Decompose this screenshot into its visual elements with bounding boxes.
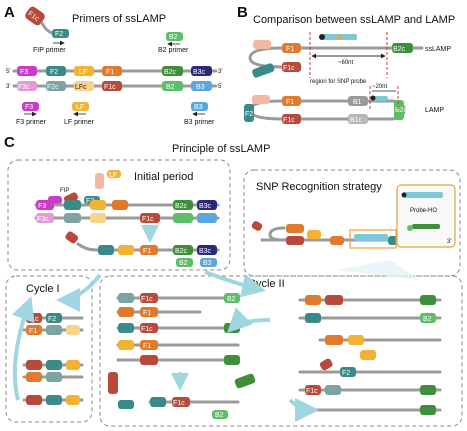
svg-text:B1c: B1c xyxy=(350,117,363,124)
b2-primer-label: B2 primer xyxy=(158,47,189,54)
svg-text:F2: F2 xyxy=(50,69,58,76)
svg-text:F2: F2 xyxy=(245,111,253,118)
svg-text:F2: F2 xyxy=(86,198,94,205)
cycle2-box xyxy=(99,275,463,427)
template-top-strand: 5' F3 F2 LF F1 B2c B3c 3' xyxy=(6,66,222,76)
svg-text:B2c: B2c xyxy=(393,46,406,53)
svg-text:LF: LF xyxy=(79,69,87,76)
svg-text:F1c: F1c xyxy=(173,400,185,407)
svg-text:B2: B2 xyxy=(227,296,236,303)
svg-text:3': 3' xyxy=(447,239,451,245)
svg-text:F1c: F1c xyxy=(104,84,116,91)
cycle1-content: F1c F2 F1 xyxy=(11,296,84,405)
distance-60nt: ~60nt xyxy=(338,60,354,66)
to-cycle1-arrow xyxy=(56,273,102,312)
svg-text:B2c: B2c xyxy=(164,69,177,76)
svg-text:B3: B3 xyxy=(203,260,212,267)
b3-primer-label: B3 primer xyxy=(184,119,215,126)
svg-text:F1c: F1c xyxy=(141,296,153,303)
svg-text:B2: B2 xyxy=(179,260,188,267)
distance-20nt: ~20nt xyxy=(372,84,388,90)
panel-a-letter: A xyxy=(4,4,15,21)
svg-text:F3: F3 xyxy=(25,104,33,111)
panel-b-letter: B xyxy=(237,4,248,21)
svg-text:F3c: F3c xyxy=(18,84,30,91)
f3-primer: F3 F3 primer xyxy=(16,102,47,126)
svg-text:FIP: FIP xyxy=(60,188,69,194)
svg-text:F1: F1 xyxy=(143,310,151,317)
svg-text:B3c: B3c xyxy=(199,203,212,210)
svg-text:B2c: B2c xyxy=(395,107,408,114)
b2-primer: B2 B2 primer xyxy=(158,32,189,54)
svg-text:F1: F1 xyxy=(143,248,151,255)
svg-text:F3: F3 xyxy=(38,203,46,210)
svg-text:F2: F2 xyxy=(342,370,350,377)
initial-period-label: Initial period xyxy=(134,171,193,183)
snp-strategy-content: Probe-HO 3' xyxy=(251,184,456,249)
svg-text:F2: F2 xyxy=(55,31,63,38)
svg-text:F1c: F1c xyxy=(27,316,39,323)
svg-text:F3: F3 xyxy=(20,69,28,76)
svg-text:F1: F1 xyxy=(143,343,151,350)
svg-text:B3c: B3c xyxy=(193,69,206,76)
lf-primer-label: LF primer xyxy=(64,119,95,126)
lf-primer: LF LF primer xyxy=(64,102,95,126)
svg-text:LF: LF xyxy=(109,172,117,179)
fip-primer: F1c F2 FIP primer xyxy=(25,6,69,54)
svg-text:F1: F1 xyxy=(106,69,114,76)
panel-c-letter: C xyxy=(4,134,15,151)
svg-text:F2c: F2c xyxy=(47,84,59,91)
svg-text:F1c: F1c xyxy=(142,216,154,223)
svg-text:F1c: F1c xyxy=(306,388,318,395)
svg-text:F1: F1 xyxy=(286,99,294,106)
f3-primer-label: F3 primer xyxy=(16,119,47,126)
sslamp-structure: F1 F1c B2c ~60nt region for SNP probe ss… xyxy=(248,32,451,85)
b3-primer: B3 B3 primer xyxy=(184,102,215,126)
svg-text:B3c: B3c xyxy=(199,248,212,255)
svg-text:LF: LF xyxy=(76,104,84,111)
svg-text:F3c: F3c xyxy=(37,216,49,223)
cycle1-box xyxy=(5,275,93,423)
svg-text:5': 5' xyxy=(6,69,10,75)
panel-b-title: Comparison between ssLAMP and LAMP xyxy=(253,14,455,26)
svg-text:3': 3' xyxy=(218,69,222,75)
initial-period-box xyxy=(7,159,231,271)
snp-region-label: region for SNP probe xyxy=(310,79,367,85)
svg-text:5': 5' xyxy=(218,84,222,90)
svg-text:B2: B2 xyxy=(166,84,175,91)
svg-text:B2c: B2c xyxy=(175,203,188,210)
lamp-label: LAMP xyxy=(425,107,444,114)
svg-text:F1: F1 xyxy=(286,46,294,53)
panel-a-title: Primers of ssLAMP xyxy=(72,13,166,25)
svg-text:B3: B3 xyxy=(194,104,203,111)
svg-text:F1c: F1c xyxy=(283,117,295,124)
fip-primer-label: FIP primer xyxy=(33,47,66,54)
initial-period-strands: LF FIP F2 F3 B2c B3c F3c F1c F1 B2c B3c … xyxy=(34,170,220,267)
cycle2-content: F1c B2 F1 F1c F1 F1c B2 B2 F2 xyxy=(108,293,442,422)
svg-text:B2c: B2c xyxy=(175,248,188,255)
lamp-structure: F2 F1 F1c B1 B1c B2c ~20nt LAMP xyxy=(244,84,444,124)
svg-text:F1c: F1c xyxy=(141,326,153,333)
template-bottom-strand: 3' F3c F2c LFc F1c B2 B3 5' xyxy=(6,81,222,91)
svg-text:3': 3' xyxy=(6,84,10,90)
svg-text:B3: B3 xyxy=(196,84,205,91)
sslamp-label: ssLAMP xyxy=(425,46,451,53)
svg-text:F2: F2 xyxy=(48,316,56,323)
snp-strategy-label: SNP Recognition strategy xyxy=(256,181,382,193)
svg-text:LFc: LFc xyxy=(75,84,87,91)
svg-text:B2: B2 xyxy=(215,412,224,419)
svg-text:B2: B2 xyxy=(169,34,178,41)
cycle1-label: Cycle I xyxy=(26,283,60,295)
snp-strategy-box xyxy=(243,169,461,277)
svg-text:B2: B2 xyxy=(423,316,432,323)
svg-text:F1c: F1c xyxy=(283,65,295,72)
svg-text:B1: B1 xyxy=(353,99,362,106)
zoom-wedge xyxy=(335,260,420,280)
svg-text:Probe-HO: Probe-HO xyxy=(410,208,437,214)
svg-text:F1: F1 xyxy=(29,328,37,335)
panel-c-title: Principle of ssLAMP xyxy=(172,143,270,155)
to-cycle2-arrow xyxy=(204,270,266,298)
